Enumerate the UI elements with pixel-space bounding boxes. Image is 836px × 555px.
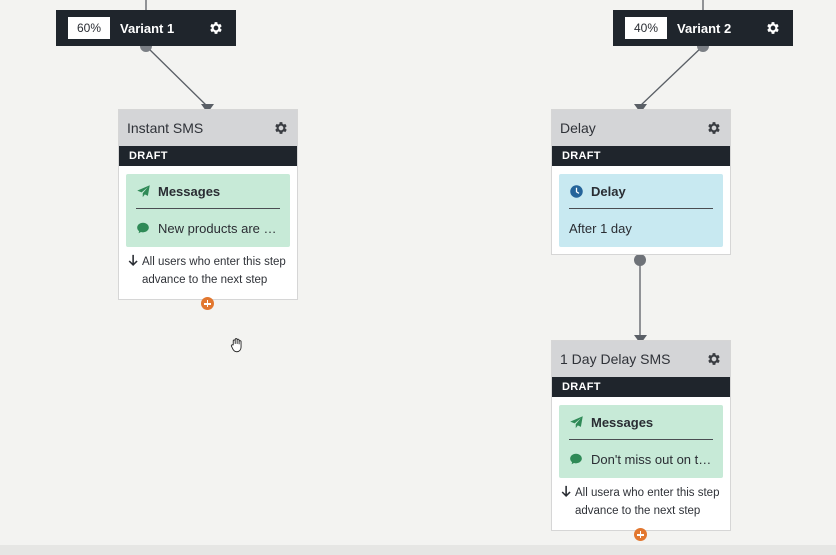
variant-2-percent: 40% [625, 17, 668, 39]
card-header[interactable]: Instant SMS [119, 110, 297, 146]
chat-bubble-icon [137, 222, 149, 234]
advance-text: All users who enter this step advance to… [142, 256, 286, 286]
panel-detail: Don't miss out on th... [591, 451, 713, 467]
panel-detail: New products are h... [158, 220, 280, 236]
variant-1-label: Variant 1 [120, 20, 175, 36]
add-step-icon[interactable] [634, 528, 647, 541]
gear-icon[interactable] [273, 120, 289, 136]
card-header[interactable]: 1 Day Delay SMS [552, 341, 730, 377]
add-step-icon[interactable] [201, 297, 214, 310]
gear-icon[interactable] [706, 351, 722, 367]
status-badge: DRAFT [119, 146, 297, 166]
step-card-1-day-delay-sms[interactable]: 1 Day Delay SMS DRAFT Messages Don't mi [551, 340, 731, 531]
messages-panel[interactable]: Messages Don't miss out on th... [559, 405, 723, 478]
paper-plane-icon [137, 184, 150, 197]
variant-2-node[interactable]: 40% Variant 2 [613, 10, 793, 46]
panel-detail: After 1 day [569, 220, 632, 236]
status-badge: DRAFT [552, 146, 730, 166]
canvas-bottom-edge [0, 545, 836, 555]
card-title: Delay [560, 120, 596, 136]
step-card-delay[interactable]: Delay DRAFT Delay After 1 day [551, 109, 731, 255]
variant-1-node[interactable]: 60% Variant 1 [56, 10, 236, 46]
status-badge: DRAFT [552, 377, 730, 397]
step-card-instant-sms[interactable]: Instant SMS DRAFT Messages New products [118, 109, 298, 300]
delay-panel[interactable]: Delay After 1 day [559, 174, 723, 247]
panel-title: Delay [591, 183, 626, 199]
variant-2-label: Variant 2 [677, 20, 732, 36]
panel-title: Messages [591, 414, 654, 430]
messages-panel[interactable]: Messages New products are h... [126, 174, 290, 247]
card-title: Instant SMS [127, 120, 204, 136]
arrow-down-icon [561, 485, 571, 498]
card-title: 1 Day Delay SMS [560, 351, 671, 367]
advance-text: All usera who enter this step advance to… [575, 487, 720, 517]
card-header[interactable]: Delay [552, 110, 730, 146]
panel-title: Messages [158, 183, 221, 199]
variant-1-percent: 60% [68, 17, 111, 39]
clock-icon [570, 184, 583, 198]
arrow-down-icon [128, 254, 138, 267]
chat-bubble-icon [570, 453, 582, 465]
grab-hand-cursor-icon [230, 338, 242, 353]
gear-icon[interactable] [765, 20, 781, 36]
gear-icon[interactable] [208, 20, 224, 36]
gear-icon[interactable] [706, 120, 722, 136]
paper-plane-icon [570, 415, 583, 428]
